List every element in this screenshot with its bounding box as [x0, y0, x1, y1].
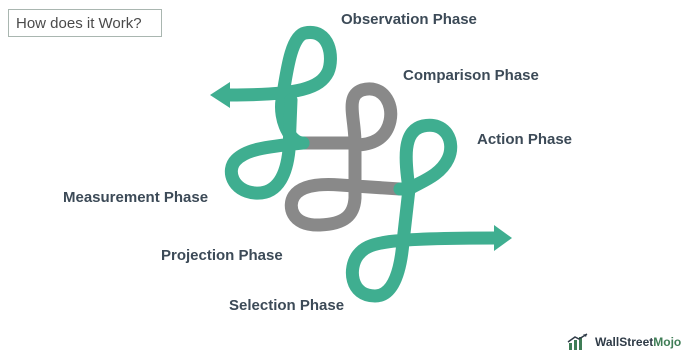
- bull-icon: [567, 333, 588, 350]
- projection-phase-label: Projection Phase: [161, 247, 283, 264]
- right-arrow-head: [494, 225, 512, 251]
- title-box: How does it Work?: [8, 9, 162, 37]
- logo-text-part1: WallStreet: [595, 335, 654, 349]
- logo-text: WallStreetMojo: [595, 335, 681, 349]
- comparison-phase-label: Comparison Phase: [403, 67, 539, 84]
- page-title: How does it Work?: [16, 14, 142, 32]
- green-loop-right: [345, 118, 505, 303]
- selection-phase-label: Selection Phase: [229, 297, 345, 314]
- left-arrow-head: [210, 82, 230, 108]
- wallstreetmojo-logo: WallStreetMojo: [567, 333, 681, 351]
- green-loop-left: [223, 26, 337, 150]
- gray-loop: [284, 82, 407, 232]
- observation-phase-label: Observation Phase: [341, 11, 477, 28]
- action-phase-label: Action Phase: [477, 131, 573, 148]
- measurement-phase-label: Measurement Phase: [63, 189, 209, 206]
- logo-text-part2: Mojo: [653, 335, 682, 349]
- green-loop-left-lower: [225, 93, 310, 200]
